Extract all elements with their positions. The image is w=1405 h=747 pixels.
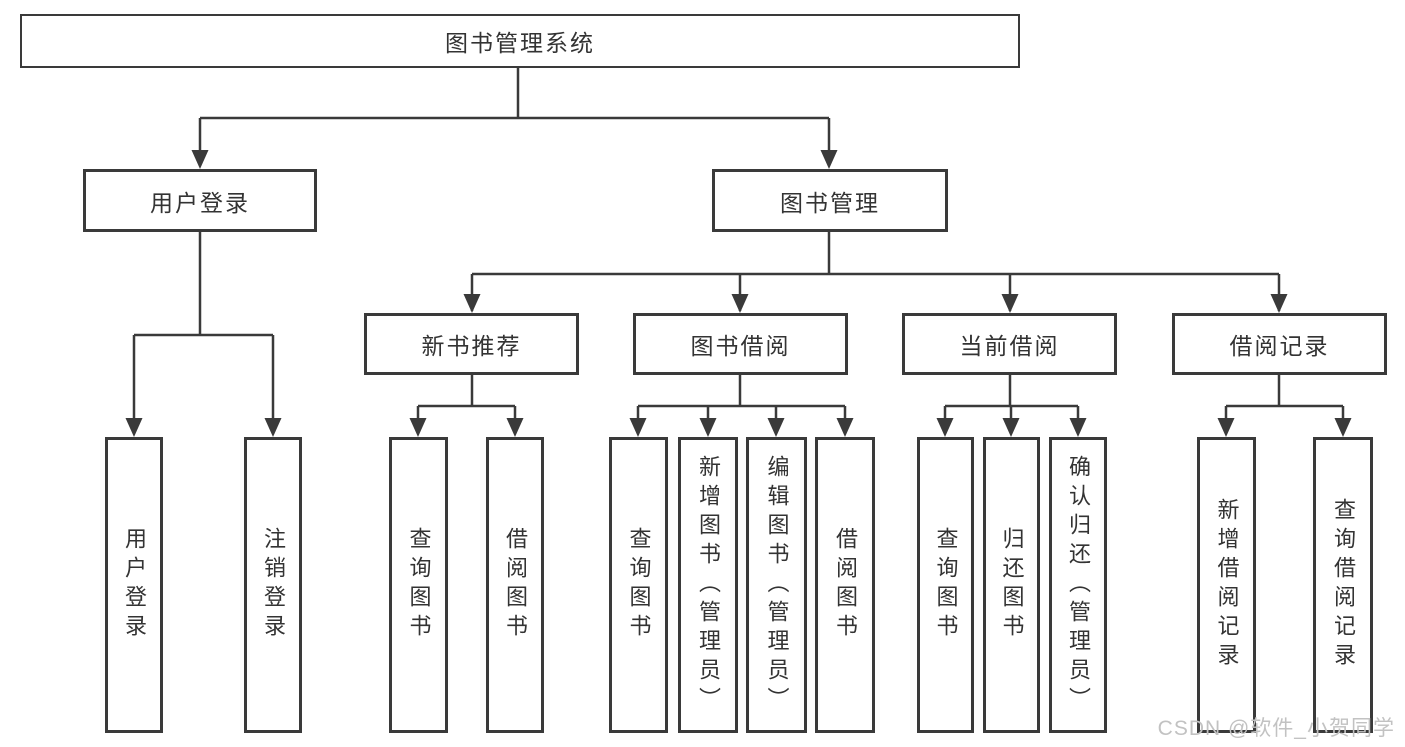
leaf-borrow-books: 借阅图书 — [815, 437, 875, 733]
node-book-management: 图书管理 — [712, 169, 948, 232]
leaf-add-borrow-record: 新增借阅记录 — [1197, 437, 1256, 733]
node-current-borrow: 当前借阅 — [902, 313, 1117, 375]
leaf-query-books-borrow: 查询图书 — [609, 437, 668, 733]
leaf-add-books-admin-label: 新增图书（管理员） — [696, 454, 721, 716]
leaf-borrow-books-recommend: 借阅图书 — [486, 437, 544, 733]
node-user-login: 用户登录 — [83, 169, 317, 232]
leaf-query-books-borrow-label: 查询图书 — [626, 527, 652, 643]
leaf-borrow-books-label: 借阅图书 — [833, 527, 858, 643]
node-book-borrow: 图书借阅 — [633, 313, 848, 375]
leaf-user-login: 用户登录 — [105, 437, 163, 733]
leaf-add-books-admin: 新增图书（管理员） — [678, 437, 738, 733]
leaf-query-borrow-record: 查询借阅记录 — [1313, 437, 1373, 733]
leaf-query-books-current: 查询图书 — [917, 437, 974, 733]
node-current-borrow-label: 当前借阅 — [959, 333, 1060, 359]
node-book-borrow-label: 图书借阅 — [690, 333, 791, 359]
leaf-query-books-current-label: 查询图书 — [933, 527, 959, 643]
node-root-label: 图书管理系统 — [445, 30, 595, 56]
leaf-logout: 注销登录 — [244, 437, 302, 733]
node-new-book-recommend-label: 新书推荐 — [421, 333, 522, 359]
watermark: CSDN @软件_小贺同学 — [1157, 717, 1395, 740]
leaf-add-borrow-record-label: 新增借阅记录 — [1214, 498, 1240, 672]
leaf-return-books: 归还图书 — [983, 437, 1040, 733]
node-borrow-records: 借阅记录 — [1172, 313, 1387, 375]
node-borrow-records-label: 借阅记录 — [1229, 333, 1330, 359]
leaf-edit-books-admin: 编辑图书（管理员） — [746, 437, 807, 733]
leaf-user-login-label: 用户登录 — [122, 527, 147, 643]
node-book-management-label: 图书管理 — [780, 189, 880, 216]
leaf-query-books-recommend-label: 查询图书 — [406, 527, 432, 643]
leaf-confirm-return-admin-label: 确认归还（管理员） — [1066, 454, 1091, 716]
leaf-borrow-books-recommend-label: 借阅图书 — [503, 527, 528, 643]
node-root: 图书管理系统 — [20, 14, 1020, 68]
leaf-query-borrow-record-label: 查询借阅记录 — [1331, 498, 1356, 672]
leaf-edit-books-admin-label: 编辑图书（管理员） — [764, 454, 790, 716]
leaf-query-books-recommend: 查询图书 — [389, 437, 448, 733]
node-user-login-label: 用户登录 — [150, 189, 250, 216]
node-new-book-recommend: 新书推荐 — [364, 313, 579, 375]
leaf-return-books-label: 归还图书 — [999, 527, 1025, 643]
leaf-logout-label: 注销登录 — [261, 527, 286, 643]
leaf-confirm-return-admin: 确认归还（管理员） — [1049, 437, 1107, 733]
